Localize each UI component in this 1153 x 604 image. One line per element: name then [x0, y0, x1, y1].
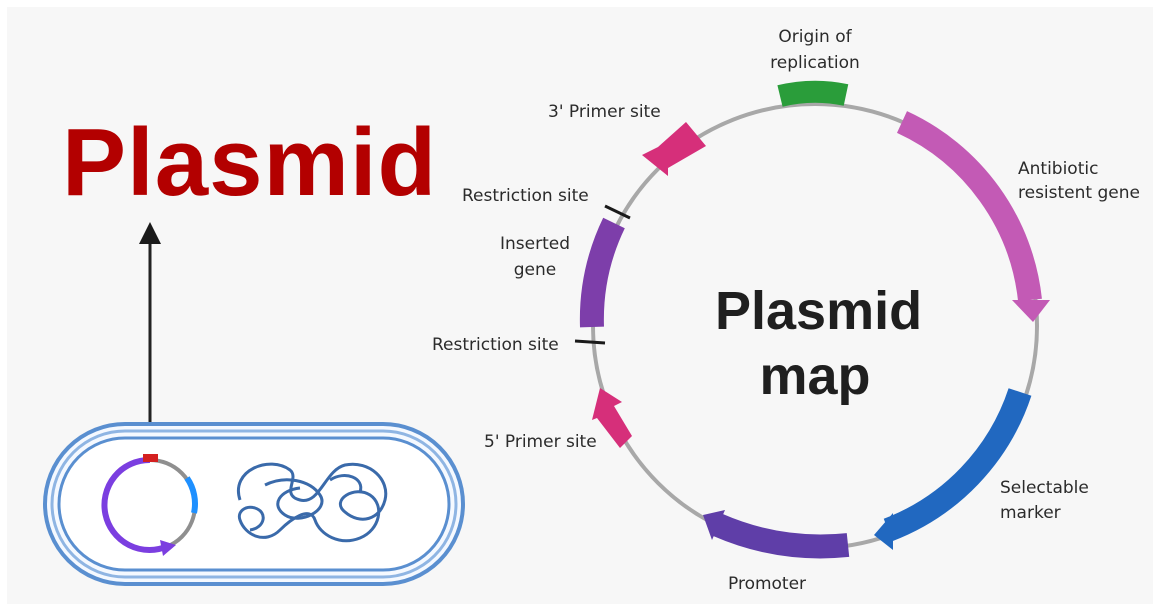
- promoter-arc: [713, 513, 850, 559]
- map-title-line2: map: [759, 346, 871, 406]
- antibiotic-resistant-gene-arc: [896, 111, 1042, 302]
- map-title-line1: Plasmid: [715, 281, 923, 341]
- restriction-bottom-label: Restriction site: [432, 335, 559, 355]
- page-title: Plasmid: [62, 109, 438, 216]
- antibiotic-label-line2: resistent gene: [1018, 183, 1140, 203]
- origin-of-replication-segment: [777, 80, 849, 107]
- restriction-site-bottom-tick: [574, 339, 606, 345]
- inserted-label-line1: Inserted: [499, 234, 570, 254]
- selectable-label-line1: Selectable: [1000, 478, 1089, 498]
- inserted-gene-arc: [579, 217, 625, 328]
- primer3-label: 3' Primer site: [548, 102, 661, 122]
- bacterium-cell: [43, 422, 465, 586]
- origin-label-line1: Origin of: [778, 27, 852, 47]
- antibiotic-label-line1: Antibiotic: [1018, 159, 1099, 179]
- restriction-top-label: Restriction site: [462, 186, 589, 206]
- promoter-label: Promoter: [728, 574, 807, 594]
- inserted-label-line2: gene: [513, 260, 557, 280]
- restriction-site-top-tick: [604, 204, 631, 220]
- upward-arrow: [139, 222, 161, 450]
- primer5-label: 5' Primer site: [484, 432, 597, 452]
- primer3-arrow: [642, 122, 706, 176]
- primer5-arrow: [592, 388, 632, 448]
- small-plasmid: [101, 454, 198, 556]
- chromosome-dna: [236, 462, 388, 543]
- selectable-marker-arc: [883, 388, 1032, 542]
- selectable-label-line2: marker: [1000, 503, 1061, 523]
- origin-label-line2: replication: [770, 53, 860, 73]
- feature-arcs: [574, 80, 1050, 559]
